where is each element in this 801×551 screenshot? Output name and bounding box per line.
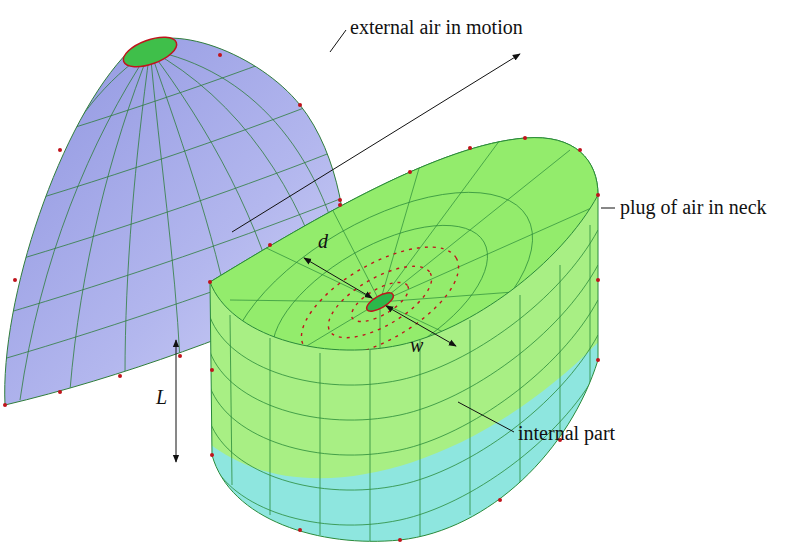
- dimension-lines: [176, 30, 615, 462]
- part-label: internal part: [518, 422, 615, 444]
- neck-plug-and-cavity: [193, 100, 610, 542]
- part-label: plug of air in neck: [620, 196, 767, 218]
- part-label: external air in motion: [350, 16, 523, 38]
- dimension-label: L: [156, 386, 167, 408]
- dimension-label: d: [318, 230, 328, 252]
- dimension-label: w: [410, 334, 423, 356]
